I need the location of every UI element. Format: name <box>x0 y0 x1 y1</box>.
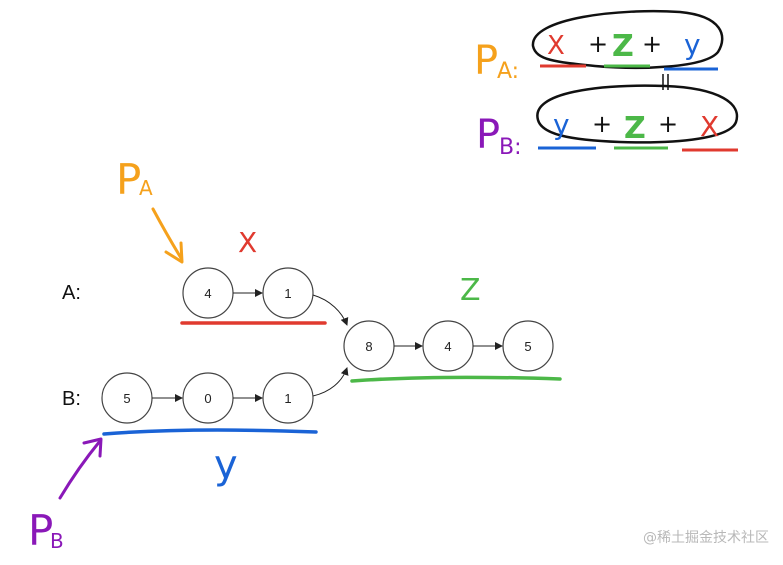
svg-text:5: 5 <box>123 391 130 406</box>
svg-text:4: 4 <box>444 339 451 354</box>
list-b-label: B: <box>62 388 81 410</box>
formula-b-plus-2: + <box>658 110 678 138</box>
formula-b-term-z: Z <box>624 111 646 146</box>
list-b-node-2: 0 <box>182 372 234 424</box>
list-a-label: A: <box>62 282 81 304</box>
formula-panel: P A: X + Z + y P B: y + Z + X <box>474 9 739 160</box>
svg-text:0: 0 <box>204 391 211 406</box>
shared-node-3: 5 <box>502 320 554 372</box>
list-a-merge-link <box>312 294 349 326</box>
segment-z-label: Z <box>460 273 481 308</box>
pointer-a-arrow <box>151 207 183 260</box>
formula-b-term-x: X <box>700 110 719 143</box>
pointer-b-arrow <box>58 439 102 500</box>
segment-z-underline <box>350 375 562 383</box>
list-a-node-2: 1 <box>262 267 314 319</box>
list-a-node-1: 4 <box>182 267 234 319</box>
formula-a-plus-1: + <box>588 30 608 58</box>
pointer-b-arrowhead <box>82 437 103 458</box>
pointer-a-arrowhead <box>164 241 184 264</box>
formula-b-loop <box>536 84 739 144</box>
formula-a-prefix: P <box>474 38 498 84</box>
formula-a-term-x: X <box>547 31 565 61</box>
segment-x-label: X <box>238 226 257 259</box>
shared-node-1: 8 <box>343 320 395 372</box>
svg-text:5: 5 <box>524 339 531 354</box>
formula-a-subscript: A: <box>497 59 519 84</box>
formula-b-prefix: P <box>476 112 500 158</box>
svg-text:4: 4 <box>204 286 211 301</box>
pointer-b: P B <box>28 437 103 555</box>
formula-a-term-y: y <box>684 28 701 61</box>
list-b-node-1: 5 <box>101 372 153 424</box>
formula-a-plus-2: + <box>642 30 662 58</box>
segment-y-label: y <box>214 442 238 488</box>
svg-text:1: 1 <box>284 286 291 301</box>
formula-a-term-z: Z <box>612 29 634 64</box>
svg-text:1: 1 <box>284 391 291 406</box>
shared-node-2: 4 <box>422 320 474 372</box>
watermark-text: @稀土掘金技术社区 <box>643 530 769 546</box>
pointer-b-label: P <box>28 506 53 555</box>
pointer-a: P A <box>116 155 184 264</box>
pointer-b-subscript: B <box>50 529 64 553</box>
formula-b-plus-1: + <box>592 110 612 138</box>
pointer-a-label: P <box>116 155 141 204</box>
equals-sign <box>662 74 669 90</box>
formula-b-term-y: y <box>553 108 570 141</box>
list-b-merge-link <box>312 367 349 397</box>
pointer-a-subscript: A <box>139 176 153 200</box>
segment-y-underline <box>102 428 318 436</box>
svg-text:8: 8 <box>365 339 372 354</box>
formula-b-subscript: B: <box>499 135 522 160</box>
list-b-node-3: 1 <box>262 372 314 424</box>
